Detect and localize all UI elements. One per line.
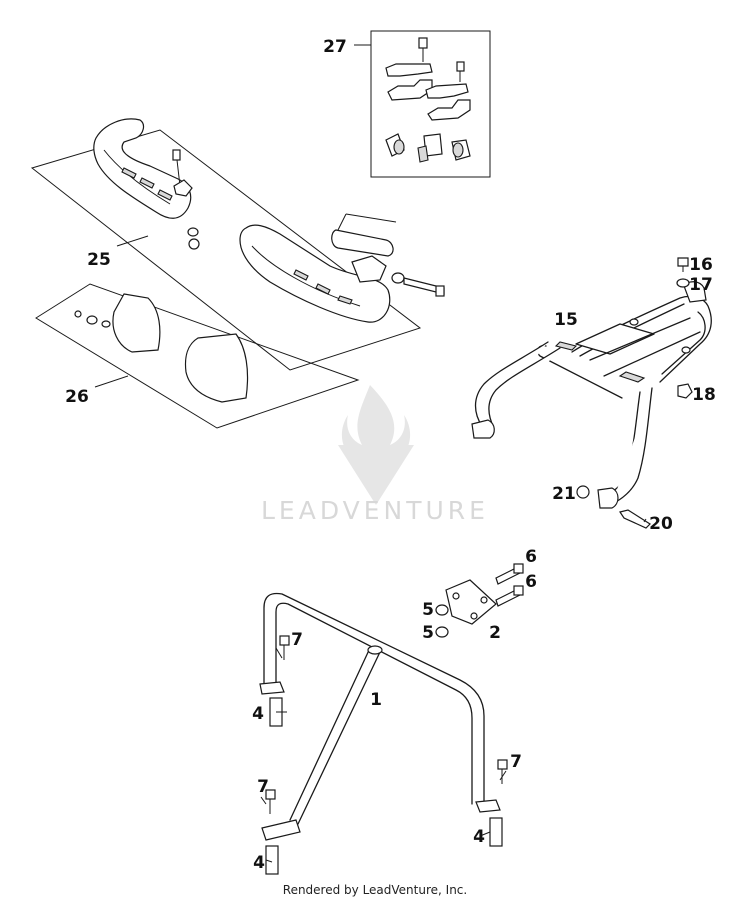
callout-17: 17 — [689, 275, 713, 295]
callout-7-lower: 7 — [257, 777, 269, 797]
callout-2: 2 — [489, 623, 501, 643]
callout-20: 20 — [649, 514, 673, 534]
callout-15: 15 — [554, 310, 578, 330]
callout-26: 26 — [65, 387, 89, 407]
callout-5-lower: 5 — [422, 623, 434, 643]
callout-1: 1 — [370, 690, 382, 710]
rear-rack — [471, 257, 712, 529]
crash-bar-frame — [259, 563, 524, 875]
callout-21: 21 — [552, 484, 576, 504]
watermark-logo — [338, 385, 414, 505]
handguard-set — [30, 118, 445, 371]
callout-25: 25 — [87, 250, 111, 270]
callout-16: 16 — [689, 255, 713, 275]
callout-6-upper: 6 — [525, 547, 537, 567]
hand-shield-set — [35, 283, 360, 429]
callout-4-left: 4 — [252, 704, 264, 724]
callout-7-right: 7 — [510, 752, 522, 772]
callout-18: 18 — [692, 385, 716, 405]
callout-4-right: 4 — [473, 827, 485, 847]
callout-4-lower: 4 — [253, 853, 265, 873]
callout-7-upper: 7 — [291, 630, 303, 650]
callout-5-upper: 5 — [422, 600, 434, 620]
callout-27: 27 — [323, 37, 347, 57]
footer-credit: Rendered by LeadVenture, Inc. — [283, 883, 467, 897]
callout-6-lower: 6 — [525, 572, 537, 592]
watermark-text: LEADVENTURE — [261, 496, 489, 525]
leader-lines — [260, 518, 647, 863]
callout-labels: 27 25 26 16 17 15 18 21 20 6 6 5 5 2 7 1… — [65, 37, 716, 873]
mounting-kit-box — [354, 30, 491, 178]
